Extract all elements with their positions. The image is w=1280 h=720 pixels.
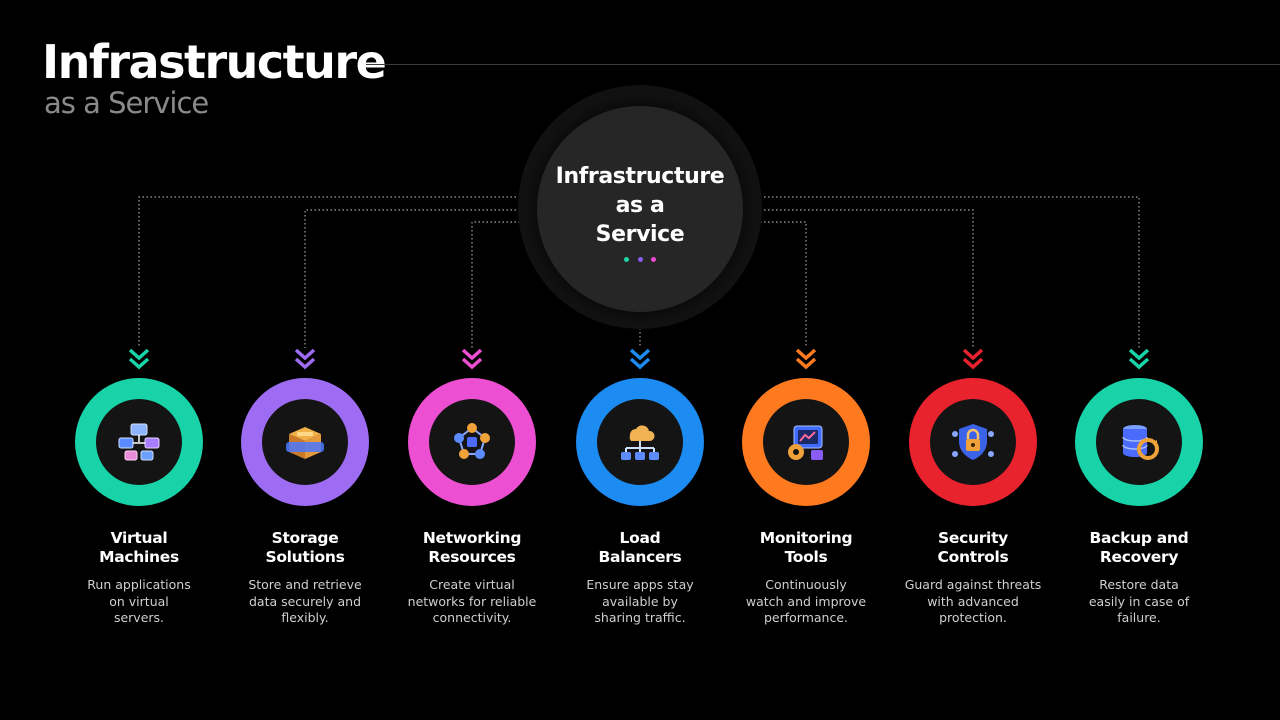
hub-dot-pink bbox=[651, 257, 656, 262]
service-title-line-2: Recovery bbox=[1099, 548, 1179, 566]
service-description-line-2: available by bbox=[602, 593, 678, 609]
service-description-line-3: servers. bbox=[113, 610, 165, 625]
monitoring-gear-icon bbox=[788, 425, 823, 460]
service-description-line-2: data securely and bbox=[248, 593, 362, 609]
hub-label-line-3: Service bbox=[595, 222, 685, 247]
slide-subtitle: as a Service bbox=[44, 86, 209, 120]
service-title-line-1: Virtual bbox=[110, 529, 168, 547]
service-title-line-1: Storage bbox=[271, 529, 339, 547]
service-description-line-1: Guard against threats bbox=[904, 577, 1042, 592]
service-description-line-2: with advanced bbox=[927, 593, 1019, 609]
service-title-line-2: Solutions bbox=[265, 548, 345, 566]
service-description-line-1: Continuously bbox=[765, 577, 847, 592]
chevron-down-icon bbox=[128, 348, 150, 370]
connector-line bbox=[720, 209, 974, 348]
chevron-down-icon bbox=[294, 348, 316, 370]
service-description-line-3: failure. bbox=[1117, 610, 1161, 625]
hub-label-line-1: Infrastructure bbox=[555, 164, 725, 189]
hub-dots bbox=[624, 257, 656, 263]
chevron-down-icon bbox=[795, 348, 817, 370]
service-description-line-1: Store and retrieve bbox=[248, 577, 362, 592]
storage-box-icon bbox=[286, 427, 324, 459]
service-description-line-2: easily in case of bbox=[1088, 593, 1190, 609]
service-description-line-3: protection. bbox=[939, 610, 1007, 625]
service-title-line-2: Balancers bbox=[598, 548, 682, 566]
virtual-machines-icon bbox=[118, 423, 160, 461]
service-description-line-1: Run applications bbox=[87, 577, 191, 592]
service-title-line-1: Load bbox=[619, 529, 661, 547]
service-description-line-3: performance. bbox=[763, 610, 849, 625]
service-description-line-1: Create virtual bbox=[429, 577, 515, 592]
service-description-line-3: flexibly. bbox=[281, 610, 329, 625]
hub-dot-teal bbox=[624, 257, 629, 262]
service-description-line-3: connectivity. bbox=[432, 610, 512, 625]
service-description-line-2: networks for reliable bbox=[407, 593, 537, 609]
service-title-line-2: Tools bbox=[784, 548, 828, 566]
cloud-balancer-icon bbox=[621, 425, 659, 460]
hub-label: Infrastructure as a Service bbox=[537, 162, 743, 249]
service-description-line-3: sharing traffic. bbox=[594, 610, 686, 625]
slide-title: Infrastructure bbox=[42, 35, 387, 89]
network-nodes-icon bbox=[454, 423, 490, 459]
connector-line bbox=[304, 209, 560, 348]
backup-database-icon bbox=[1122, 425, 1159, 460]
service-description-line-2: watch and improve bbox=[745, 593, 867, 609]
title-divider bbox=[366, 64, 1280, 65]
hub-label-line-2: as a bbox=[615, 193, 665, 218]
service-title-line-1: Security bbox=[938, 529, 1008, 547]
chevron-down-icon bbox=[962, 348, 984, 370]
service-description-line-1: Restore data bbox=[1099, 577, 1179, 592]
service-title-line-2: Resources bbox=[428, 548, 516, 566]
service-title-line-2: Machines bbox=[99, 548, 179, 566]
service-description-line-1: Ensure apps stay bbox=[586, 577, 694, 592]
hub-dot-purple bbox=[637, 257, 643, 262]
hub-circle bbox=[537, 106, 743, 312]
connector-line bbox=[138, 196, 560, 348]
security-lock-icon bbox=[952, 424, 994, 460]
chevron-down-icon bbox=[629, 348, 651, 370]
service-description-line-2: on virtual bbox=[109, 593, 169, 609]
service-title-line-1: Monitoring bbox=[759, 529, 853, 547]
service-title-line-1: Networking bbox=[422, 529, 522, 547]
chevron-down-icon bbox=[461, 348, 483, 370]
service-title-line-1: Backup and bbox=[1089, 529, 1189, 547]
chevron-down-icon bbox=[1128, 348, 1150, 370]
service-title-line-2: Controls bbox=[937, 548, 1009, 566]
